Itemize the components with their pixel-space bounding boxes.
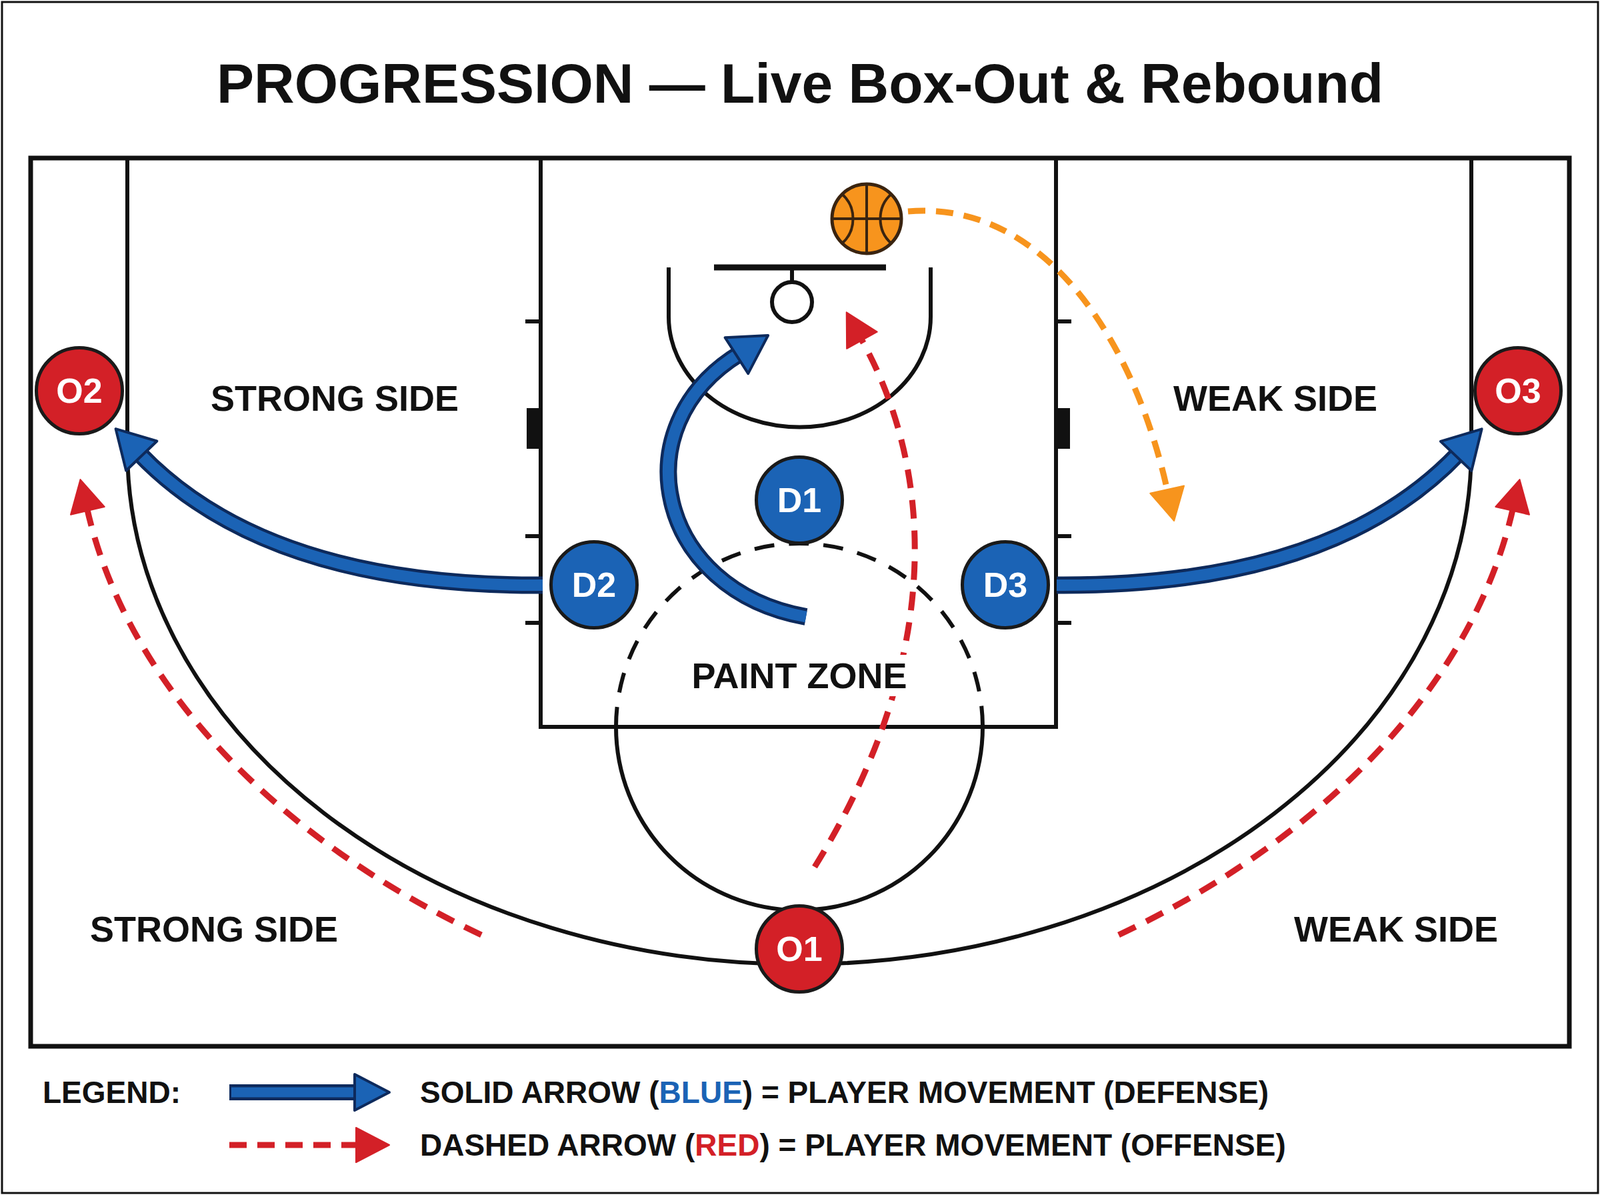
rim-neck xyxy=(790,267,794,282)
legend-solid-line xyxy=(231,1087,362,1098)
arrow-head xyxy=(1495,479,1530,515)
legend-text: DASHED ARROW (RED) = PLAYER MOVEMENT (OF… xyxy=(420,1126,1286,1163)
legend-color-word: BLUE xyxy=(659,1074,743,1110)
zone-label: PAINT ZONE xyxy=(688,654,912,696)
legend-swatch xyxy=(226,1072,394,1112)
player-label: O2 xyxy=(56,370,102,411)
arrow-head xyxy=(116,428,158,471)
legend-dashed-line xyxy=(229,1142,357,1148)
free-throw-circle-dashed xyxy=(616,543,983,727)
player-label: D2 xyxy=(572,564,616,605)
lane-block xyxy=(526,408,541,449)
connector-line xyxy=(1056,453,1459,586)
arrow-head xyxy=(356,1127,390,1162)
diagram-title: PROGRESSION — Live Box-Out & Rebound xyxy=(216,51,1384,116)
connector-line xyxy=(138,452,543,585)
restricted-arc xyxy=(668,267,931,427)
offense-player: O2 xyxy=(34,346,124,436)
box-out-connector xyxy=(1056,428,1482,585)
arrow-head xyxy=(1150,485,1184,521)
player-label: O3 xyxy=(1494,370,1541,411)
player-label: O1 xyxy=(776,928,822,969)
zone-label: STRONG SIDE xyxy=(206,377,463,419)
offense-move-arrow xyxy=(814,336,915,867)
player-label: D3 xyxy=(983,564,1028,605)
arrow-head xyxy=(725,335,768,374)
arrow-head xyxy=(846,312,878,349)
connector-outline xyxy=(138,452,543,585)
defense-player: D3 xyxy=(960,540,1050,630)
legend-color-word: RED xyxy=(694,1127,760,1162)
offense-player: O3 xyxy=(1473,346,1563,436)
player-label: D1 xyxy=(777,480,822,520)
court-outline xyxy=(30,158,1570,1046)
rim xyxy=(772,282,812,322)
zone-label: WEAK SIDE xyxy=(1290,908,1502,950)
three-point-line xyxy=(127,158,1472,964)
backboard xyxy=(714,264,886,271)
free-throw-circle xyxy=(616,726,983,910)
legend-swatch xyxy=(226,1124,394,1165)
defense-player: D2 xyxy=(549,540,639,630)
lane-block xyxy=(1056,408,1070,449)
arrow-head xyxy=(70,479,105,515)
lane xyxy=(540,158,1056,727)
arrow-head xyxy=(354,1074,390,1110)
lane-hash-marks xyxy=(525,321,1072,623)
ball-flight-arrow xyxy=(908,210,1168,494)
legend-row: SOLID ARROW (BLUE) = PLAYER MOVEMENT (DE… xyxy=(226,1072,1269,1112)
zone-label: WEAK SIDE xyxy=(1169,377,1382,419)
arrow-head xyxy=(1440,428,1482,471)
defense-player: D1 xyxy=(754,455,844,545)
connector-outline xyxy=(1056,453,1459,586)
offense-player: O1 xyxy=(754,904,844,994)
zone-label: STRONG SIDE xyxy=(86,908,342,950)
basketball xyxy=(832,184,902,254)
legend-heading: LEGEND: xyxy=(38,1074,185,1110)
legend-text: SOLID ARROW (BLUE) = PLAYER MOVEMENT (DE… xyxy=(420,1074,1269,1110)
box-out-connector xyxy=(116,428,543,585)
legend-row: DASHED ARROW (RED) = PLAYER MOVEMENT (OF… xyxy=(226,1124,1286,1165)
